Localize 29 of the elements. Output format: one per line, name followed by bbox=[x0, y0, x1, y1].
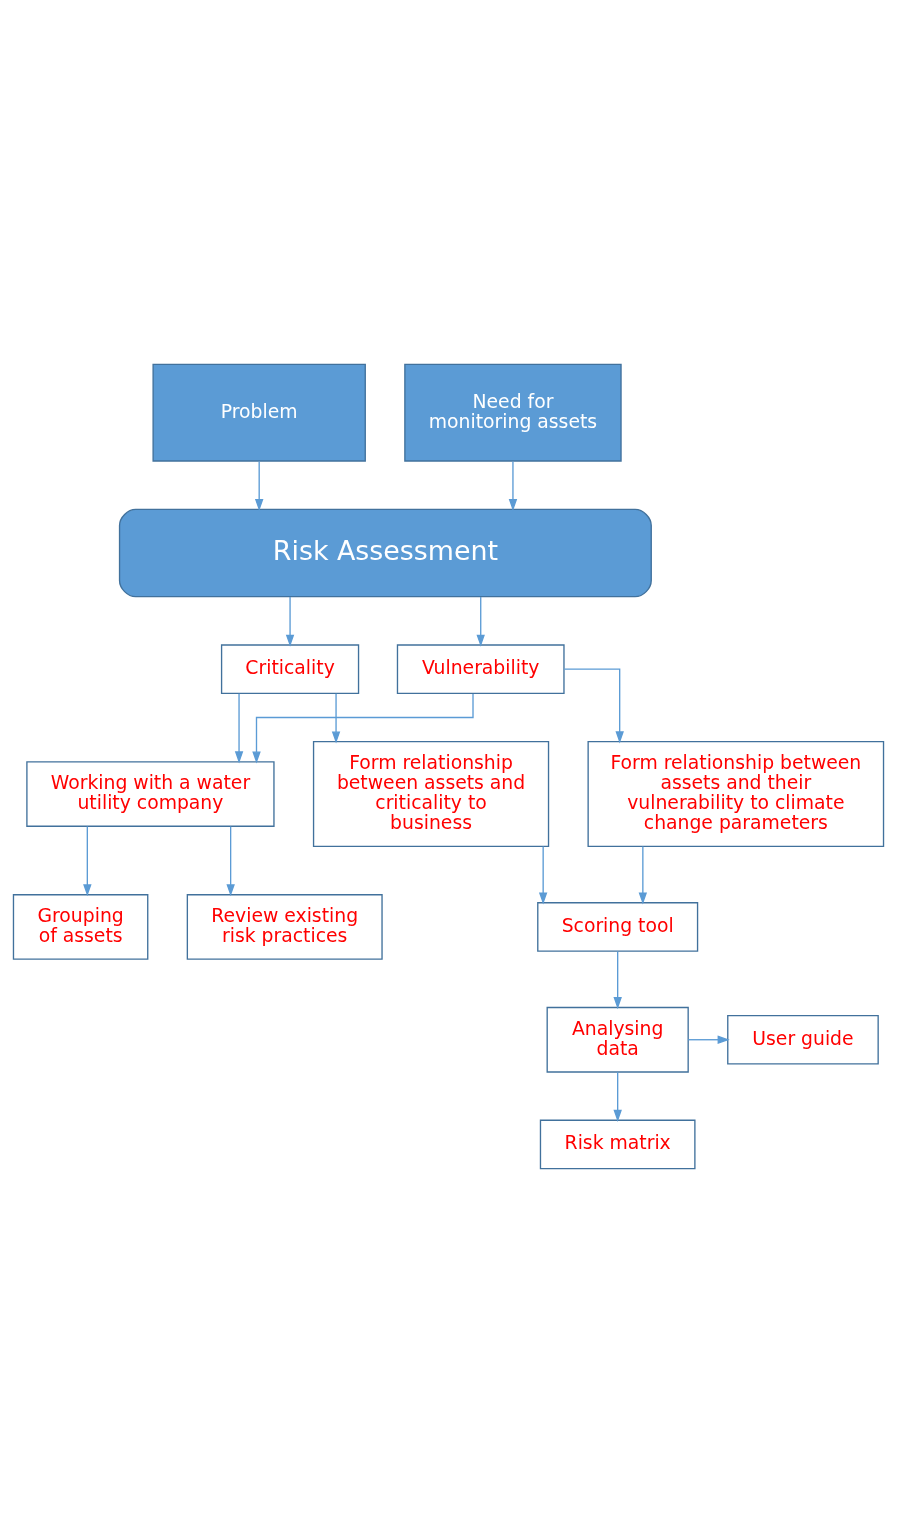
node-box: User guide bbox=[727, 1014, 879, 1065]
node-box: Risk matrix bbox=[539, 1119, 696, 1169]
node-box: Grouping of assets bbox=[12, 893, 149, 960]
node-box: Analysing data bbox=[546, 1006, 689, 1073]
arrow bbox=[638, 845, 648, 904]
arrow bbox=[226, 825, 235, 896]
arrow bbox=[613, 1071, 622, 1122]
arrow bbox=[563, 668, 624, 743]
arrow bbox=[83, 825, 92, 896]
arrow bbox=[285, 595, 295, 647]
node-box: Review existing risk practices bbox=[186, 893, 383, 960]
node-box: Form relationship between assets and their vulnerability to climate change parameters bbox=[587, 740, 885, 847]
arrow bbox=[613, 950, 622, 1009]
node-box: Problem bbox=[152, 363, 366, 462]
node-box: Risk Assessment bbox=[118, 508, 652, 597]
arrow bbox=[508, 460, 518, 511]
arrow bbox=[254, 460, 264, 511]
node-box: Form relationship between assets and criticality to business bbox=[312, 740, 550, 847]
node-box: Vulnerability bbox=[396, 643, 565, 694]
arrow bbox=[331, 692, 341, 744]
node-box: Need for monitoring assets bbox=[404, 363, 622, 462]
node-box: Scoring tool bbox=[537, 901, 699, 952]
arrow bbox=[538, 845, 548, 904]
node-box: Working with a water utility company bbox=[26, 760, 275, 827]
arrow bbox=[476, 595, 485, 647]
arrow bbox=[234, 692, 244, 763]
node-box: Criticality bbox=[220, 643, 360, 694]
arrow bbox=[687, 1035, 730, 1044]
arrow bbox=[252, 692, 474, 764]
